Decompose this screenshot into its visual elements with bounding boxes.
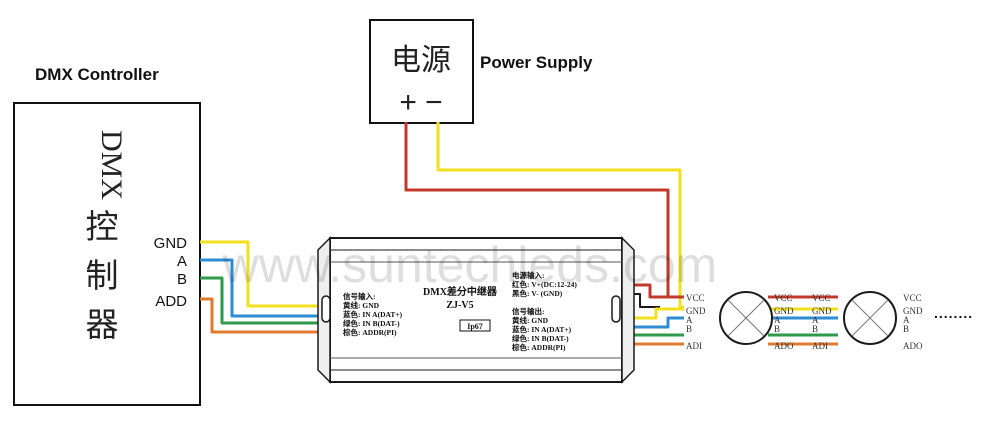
wire-yellow-psu-gnd [436, 122, 684, 309]
watermark: www.suntechleds.com [222, 237, 718, 293]
f2-in-adi: ADI [812, 341, 828, 351]
f1-in-a: A [686, 315, 693, 325]
fixture-1: VCC GND A B ADI VCC GND A B ADO [686, 291, 794, 351]
f2-in-gnd: GND [812, 306, 832, 316]
power-line-2: 黑色: V- (GND) [512, 288, 563, 298]
repeater-title: DMX差分中继器 [423, 285, 498, 298]
fixture-1-cross-b [727, 299, 765, 337]
fixture-2: VCC GND A B ADI VCC GND A B ADO [812, 291, 923, 351]
repeater-right-slot [611, 295, 621, 323]
f1-out-vcc: VCC [774, 293, 793, 303]
wire-orange-add-in [200, 297, 330, 334]
f1-in-gnd: GND [686, 306, 706, 316]
power-line-1: 红色: V+(DC:12-24) [512, 279, 577, 289]
f1-in-vcc: VCC [686, 293, 705, 303]
wire-yellow-gnd-in [200, 240, 330, 308]
output-header: 信号输出: [512, 306, 545, 316]
fixture-1-output-pins: VCC GND A B ADO [774, 293, 794, 351]
ip-rating-box [459, 319, 491, 332]
input-header: 信号输入: [343, 291, 376, 301]
f2-in-b: B [812, 324, 818, 334]
f2-out-ado: ADO [903, 341, 923, 351]
fixture-1-input-pins: VCC GND A B ADI [686, 293, 706, 351]
f1-out-a: A [774, 315, 781, 325]
fixture-2-output-pins: VCC GND A B ADO [903, 293, 923, 351]
dmx-controller-vertical-title: DMX 控 制 器 [86, 130, 129, 344]
f2-out-vcc: VCC [903, 293, 922, 303]
dmx-controller-label: DMX Controller [35, 65, 159, 84]
pin-label-add: ADD [155, 293, 187, 310]
repeater-left-slot [321, 295, 331, 323]
wires [200, 122, 838, 346]
output-line-3: 绿色: IN B(DAT-) [512, 333, 569, 343]
f1-in-adi: ADI [686, 341, 702, 351]
power-supply-label: Power Supply [480, 53, 593, 72]
input-line-3: 绿色: IN B(DAT-) [343, 318, 400, 328]
power-supply-cjk: 电源 [391, 43, 451, 78]
ip-rating: Ip67 [467, 322, 483, 331]
power-header: 电源输入: [512, 270, 545, 280]
pin-label-b: B [177, 271, 187, 288]
power-supply-polarity: + − [399, 86, 442, 119]
f2-in-vcc: VCC [812, 293, 831, 303]
repeater-model: ZJ-V5 [446, 300, 473, 311]
output-line-2: 蓝色: IN A(DAT+) [512, 324, 572, 334]
dmx-vertical-cjk-3: 器 [86, 305, 119, 344]
f2-out-b: B [903, 324, 909, 334]
repeater-input-legend: 信号输入: 黄线: GND 蓝色: IN A(DAT+) 绿色: IN B(DA… [342, 291, 403, 337]
dmx-repeater: DMX差分中继器 ZJ-V5 Ip67 信号输入: 黄线: GND 蓝色: IN… [317, 236, 635, 384]
pin-label-gnd: GND [154, 235, 188, 252]
dmx-controller-box [13, 102, 201, 406]
output-line-4: 棕色: ADDR(PI) [511, 342, 566, 352]
output-line-1: 黄线: GND [512, 315, 549, 325]
input-line-2: 蓝色: IN A(DAT+) [343, 309, 403, 319]
f2-out-a: A [903, 315, 910, 325]
repeater-output-legend: 信号输出: 黄线: GND 蓝色: IN A(DAT+) 绿色: IN B(DA… [511, 306, 572, 352]
input-line-4: 棕色: ADDR(PI) [342, 327, 397, 337]
dmx-vertical-latin: DMX [95, 130, 128, 200]
pin-label-a: A [177, 253, 187, 270]
power-supply-box [369, 19, 474, 124]
f2-out-gnd: GND [903, 306, 923, 316]
repeater-power-legend: 电源输入: 红色: V+(DC:12-24) 黑色: V- (GND) [512, 270, 577, 298]
f1-in-b: B [686, 324, 692, 334]
f2-in-a: A [812, 315, 819, 325]
dmx-vertical-cjk-2: 制 [86, 256, 119, 295]
dmx-vertical-cjk-1: 控 [86, 207, 119, 246]
fixture-2-input-pins: VCC GND A B ADI [812, 293, 832, 351]
f1-out-ado: ADO [774, 341, 794, 351]
input-line-1: 黄线: GND [343, 300, 380, 310]
wire-blue-a-in [200, 258, 330, 318]
f1-out-b: B [774, 324, 780, 334]
repeater-right-flange [621, 236, 635, 384]
wire-blue-a-out [606, 316, 684, 329]
fixture-2-cross-b [851, 299, 889, 337]
controller-pin-labels: GND A B ADD [154, 235, 188, 310]
continuation-ellipsis: ........ [934, 305, 973, 321]
f1-out-gnd: GND [774, 306, 794, 316]
wire-green-b-in [200, 276, 330, 325]
